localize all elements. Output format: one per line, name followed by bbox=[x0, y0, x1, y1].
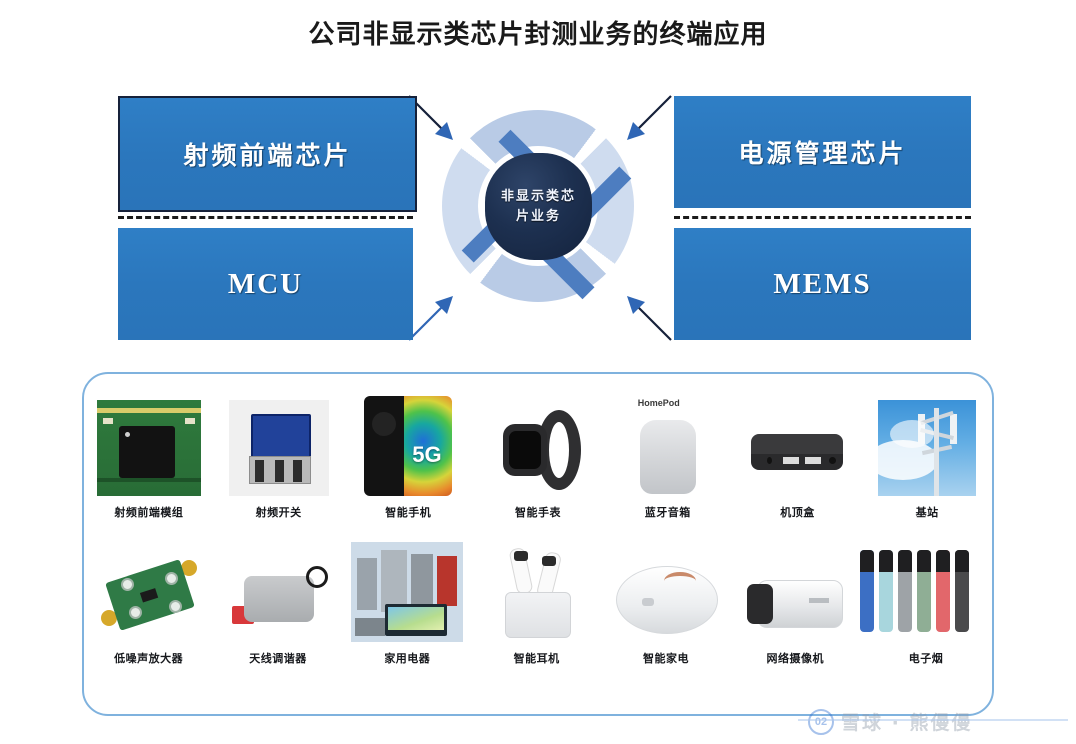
end-application-panel: 射频前端模组 射频开关 5G 智能手机 智能手表 bbox=[82, 372, 994, 716]
divider-right bbox=[674, 216, 971, 219]
product-label: 射频开关 bbox=[255, 506, 302, 519]
vape-pen bbox=[878, 550, 893, 632]
product-row-1: 射频前端模组 射频开关 5G 智能手机 智能手表 bbox=[84, 388, 992, 520]
product-cell-low-noise-amplifier[interactable]: 低噪声放大器 bbox=[84, 534, 213, 666]
product-cell-home-appliance[interactable]: 家用电器 bbox=[343, 534, 472, 666]
category-label: MEMS bbox=[773, 267, 872, 300]
product-label: 智能耳机 bbox=[513, 652, 560, 665]
product-cell-rf-front-end-module[interactable]: 射频前端模组 bbox=[84, 388, 214, 520]
category-box-mems[interactable]: MEMS bbox=[674, 228, 971, 340]
product-label: 网络摄像机 bbox=[766, 652, 825, 665]
category-label: MCU bbox=[227, 267, 304, 300]
vape-pen bbox=[935, 550, 950, 632]
smartphone-image: 5G bbox=[364, 388, 453, 496]
antenna-tuner-image bbox=[226, 534, 330, 642]
vape-pen bbox=[897, 550, 912, 632]
product-label: 智能家电 bbox=[642, 652, 689, 665]
smart-earphones-image bbox=[489, 534, 585, 642]
product-cell-smartwatch[interactable]: 智能手表 bbox=[473, 388, 603, 520]
connector-bottom-right bbox=[615, 284, 675, 344]
watermark-logo-icon: 02 bbox=[808, 708, 834, 735]
category-box-pmic[interactable]: 电源管理芯片 bbox=[674, 96, 971, 208]
smartwatch-image bbox=[491, 388, 585, 496]
product-cell-bluetooth-speaker[interactable]: HomePod 蓝牙音箱 bbox=[603, 388, 733, 520]
vape-pen bbox=[916, 550, 931, 632]
base-station-image bbox=[878, 388, 977, 496]
connector-bottom-left bbox=[405, 284, 465, 344]
product-label: 电子烟 bbox=[908, 652, 944, 665]
product-cell-smart-earphones[interactable]: 智能耳机 bbox=[472, 534, 601, 666]
product-label: 智能手表 bbox=[515, 506, 562, 519]
category-box-mcu[interactable]: MCU bbox=[118, 228, 413, 340]
hub-core: 非显示类芯 片业务 bbox=[485, 153, 592, 260]
product-label: 天线调谐器 bbox=[249, 652, 307, 665]
product-label: 低噪声放大器 bbox=[114, 652, 184, 665]
product-label: 蓝牙音箱 bbox=[644, 506, 691, 519]
hub-core-line-2: 片业务 bbox=[515, 208, 561, 224]
vape-pen bbox=[859, 550, 874, 632]
page-title: 公司非显示类芯片封测业务的终端应用 bbox=[308, 20, 768, 50]
product-cell-smartphone[interactable]: 5G 智能手机 bbox=[343, 388, 473, 520]
watermark-text: 雪球 · 熊僈僈 bbox=[841, 712, 973, 734]
rf-switch-image bbox=[228, 388, 329, 496]
product-label: 智能手机 bbox=[385, 506, 432, 519]
product-cell-base-station[interactable]: 基站 bbox=[862, 388, 992, 520]
network-camera-image bbox=[743, 534, 847, 642]
hub-core-line-1: 非显示类芯 bbox=[500, 189, 576, 204]
product-cell-rf-switch[interactable]: 射频开关 bbox=[214, 388, 344, 520]
product-label: 射频前端模组 bbox=[114, 506, 184, 519]
product-label: 基站 bbox=[915, 506, 939, 519]
low-noise-amplifier-image bbox=[95, 534, 203, 642]
category-label: 电源管理芯片 bbox=[738, 139, 907, 168]
category-box-rf-front-end[interactable]: 射频前端芯片 bbox=[118, 96, 417, 212]
e-cigarette-image bbox=[859, 534, 992, 642]
connector-top-right bbox=[615, 92, 675, 152]
product-label: 机顶盒 bbox=[780, 506, 815, 519]
set-top-box-image bbox=[745, 388, 849, 496]
product-row-2: 低噪声放大器 天线调谐器 家用电器 智能耳机 智能家电 bbox=[84, 534, 992, 666]
product-cell-e-cigarette[interactable]: 电子烟 bbox=[859, 534, 992, 666]
product-cell-antenna-tuner[interactable]: 天线调谐器 bbox=[213, 534, 342, 666]
home-appliance-image bbox=[351, 534, 464, 642]
category-label: 射频前端芯片 bbox=[183, 141, 352, 170]
speaker-brand-caption: HomePod bbox=[637, 398, 680, 408]
rf-front-end-module-image bbox=[96, 388, 201, 496]
watermark: 02 雪球 · 熊僈僈 bbox=[798, 708, 1068, 735]
product-cell-network-camera[interactable]: 网络摄像机 bbox=[731, 534, 860, 666]
center-hub: 非显示类芯 片业务 bbox=[430, 98, 645, 338]
vape-pen bbox=[954, 550, 969, 632]
product-label: 家用电器 bbox=[384, 652, 431, 665]
category-diagram: 射频前端芯片 MCU 电源管理芯片 MEMS 非显示类芯 片业务 bbox=[0, 88, 1076, 358]
bluetooth-speaker-image: HomePod bbox=[632, 388, 704, 496]
product-cell-set-top-box[interactable]: 机顶盒 bbox=[733, 388, 863, 520]
product-cell-smart-home[interactable]: 智能家电 bbox=[601, 534, 730, 666]
smart-home-image bbox=[612, 534, 720, 642]
watermark-line bbox=[798, 719, 1068, 721]
divider-left bbox=[118, 216, 413, 219]
smartphone-5g-badge: 5G bbox=[412, 442, 442, 467]
